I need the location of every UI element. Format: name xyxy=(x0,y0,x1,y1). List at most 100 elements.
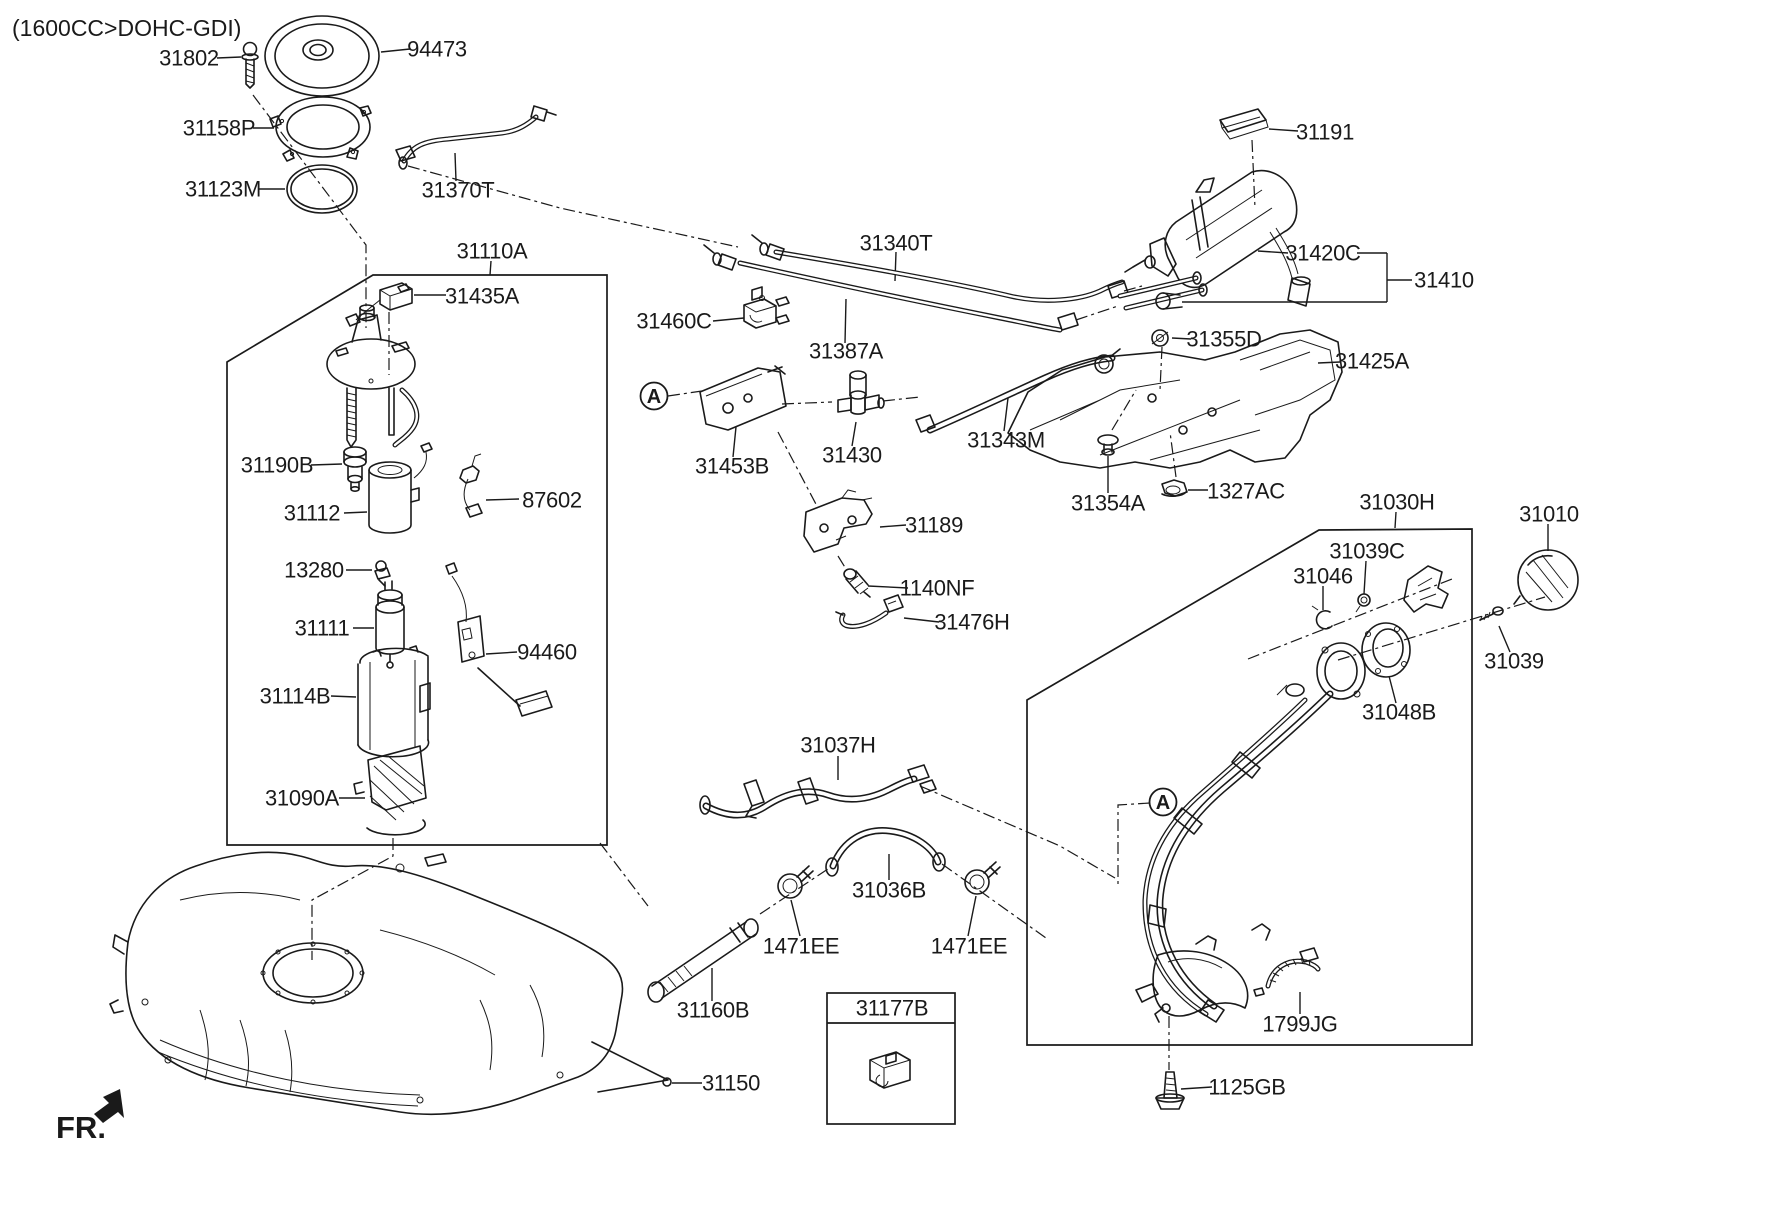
part-label-31191: 31191 xyxy=(1296,120,1354,145)
canister-31420C-drawing xyxy=(1117,169,1311,311)
part-label-31160B: 31160B xyxy=(677,998,749,1023)
part-label-31190B: 31190B xyxy=(241,453,313,478)
grommet-31355D-drawing xyxy=(1151,329,1169,347)
hose-clamp-1471EE-1-drawing xyxy=(777,865,814,899)
vapor-valve-31430-drawing xyxy=(837,370,885,415)
part-label-31150: 31150 xyxy=(702,1071,760,1096)
part-label-31037H: 31037H xyxy=(800,733,875,758)
clip-31046-drawing xyxy=(1311,605,1333,630)
part-label-31123M: 31123M xyxy=(185,177,261,202)
gasket-31048B-drawing xyxy=(1361,622,1411,678)
fuel-pump-cover-94473-drawing xyxy=(264,15,380,97)
bolt-1125GB-drawing xyxy=(1155,1071,1185,1110)
filler-pipe-31030H-drawing xyxy=(1142,565,1449,1023)
part-label-31354A: 31354A xyxy=(1071,491,1146,516)
part-label-94460: 94460 xyxy=(517,640,577,665)
clip-table-box xyxy=(826,992,956,1125)
part-label-13280: 13280 xyxy=(284,558,344,583)
part-label-1471EE-2: 1471EE xyxy=(931,934,1008,959)
filler-pipe-extension-31160B-drawing xyxy=(647,918,759,1003)
part-label-31010: 31010 xyxy=(1519,502,1579,527)
part-label-31435A: 31435A xyxy=(445,284,520,309)
part-label-31158P: 31158P xyxy=(183,116,255,141)
part-label-31410: 31410 xyxy=(1414,268,1474,293)
part-label-31370T: 31370T xyxy=(422,178,495,203)
part-label-31425A: 31425A xyxy=(1335,349,1410,374)
bolt-31802-drawing xyxy=(241,41,259,89)
ring-31039C-drawing xyxy=(1355,593,1371,613)
push-nut-31354A-drawing xyxy=(1097,434,1119,456)
part-label-31430: 31430 xyxy=(822,443,882,468)
part-label-31355D: 31355D xyxy=(1186,327,1261,352)
part-label-31110A: 31110A xyxy=(457,239,528,264)
fuel-sender-94460-drawing xyxy=(445,562,553,717)
sender-connector-31435A-drawing xyxy=(345,282,413,327)
part-label-1125GB: 1125GB xyxy=(1208,1075,1285,1100)
part-label-31460C: 31460C xyxy=(636,309,712,334)
part-label-31387A: 31387A xyxy=(809,339,884,364)
pressure-regulator-31190B-drawing xyxy=(343,446,367,492)
part-label-31048B: 31048B xyxy=(1362,700,1436,725)
fr-label: FR. xyxy=(56,1110,106,1145)
fuel-cut-valve-drawing xyxy=(1155,292,1183,310)
vent-hose-31476H-drawing xyxy=(835,594,904,629)
suction-filter-31090A-drawing xyxy=(353,745,427,836)
part-label-31453B: 31453B xyxy=(695,454,769,479)
part-label-31036B: 31036B xyxy=(852,878,926,903)
lock-ring-31158P-drawing xyxy=(269,96,372,162)
part-label-31111: 31111 xyxy=(295,616,350,641)
bracket-31453B-drawing xyxy=(699,365,787,431)
clip-31177B-drawing xyxy=(869,1051,911,1089)
hose-bracket-31189-drawing xyxy=(803,489,873,553)
nut-1327AC-drawing xyxy=(1161,479,1188,497)
canister-pad-31191-drawing xyxy=(1219,108,1269,140)
o-ring-31123M-drawing xyxy=(286,164,358,214)
pump-plate-drawing xyxy=(326,304,420,448)
part-label-1471EE-1: 1471EE xyxy=(763,934,840,959)
bolt-1140NF-drawing xyxy=(843,568,871,598)
vent-hose-31037H-drawing xyxy=(699,764,937,819)
fuel-tank-31150-drawing xyxy=(109,851,672,1116)
part-label-31039: 31039 xyxy=(1484,649,1544,674)
pump-module-group-box xyxy=(226,274,608,846)
part-label-31189: 31189 xyxy=(905,513,963,538)
fuel-tube-31340T-drawing xyxy=(751,234,1129,303)
fuel-cap-31010-drawing xyxy=(1513,549,1579,611)
part-label-31340T: 31340T xyxy=(860,231,933,256)
fuel-pump-motor-31111-drawing xyxy=(375,580,405,669)
part-label-31090A: 31090A xyxy=(265,786,340,811)
view-badge-text-view-a-right: A xyxy=(1156,792,1170,814)
check-valve-13280-drawing xyxy=(374,560,391,587)
screw-31039-drawing xyxy=(1479,606,1504,622)
part-label-1140NF: 1140NF xyxy=(900,576,975,601)
part-label-94473: 94473 xyxy=(407,37,467,62)
heat-protector-drawing xyxy=(1135,923,1271,1023)
part-label-31802: 31802 xyxy=(159,46,219,71)
part-label-31030H: 31030H xyxy=(1359,490,1434,515)
leader-lines xyxy=(216,48,1549,1090)
filler-neck-group-box xyxy=(1026,528,1473,1046)
part-label-31476H: 31476H xyxy=(934,610,1009,635)
fr-direction-arrow xyxy=(94,1089,124,1123)
part-label-31420C: 31420C xyxy=(1285,241,1361,266)
part-label-31114B: 31114B xyxy=(260,684,331,709)
fuel-filter-31112-drawing xyxy=(368,442,433,534)
part-label-31343M: 31343M xyxy=(967,428,1045,453)
view-badge-text-view-a-left: A xyxy=(647,386,661,408)
part-label-87602: 87602 xyxy=(522,488,582,513)
vapor-tube-31370T-drawing xyxy=(395,105,557,170)
view-badges-layer: AA xyxy=(639,381,1178,817)
part-labels-layer: 31802 94473 31158P 31123M 31370T 31110A 31435A… xyxy=(159,37,1579,1100)
view-badge-circle-view-a-left xyxy=(639,381,669,411)
filler-hose-31036B-drawing xyxy=(825,827,946,877)
phantom-lines xyxy=(252,94,1546,1070)
part-label-1327AC: 1327AC xyxy=(1207,479,1285,504)
part-label-31112: 31112 xyxy=(284,501,340,526)
part-label-1799JG: 1799JG xyxy=(1262,1012,1337,1037)
part-label-31046: 31046 xyxy=(1293,564,1353,589)
part-label-31177B: 31177B xyxy=(856,996,928,1021)
band-strap-1799JG-drawing xyxy=(1253,947,1321,997)
canister-close-valve-31460C-drawing xyxy=(743,286,790,329)
